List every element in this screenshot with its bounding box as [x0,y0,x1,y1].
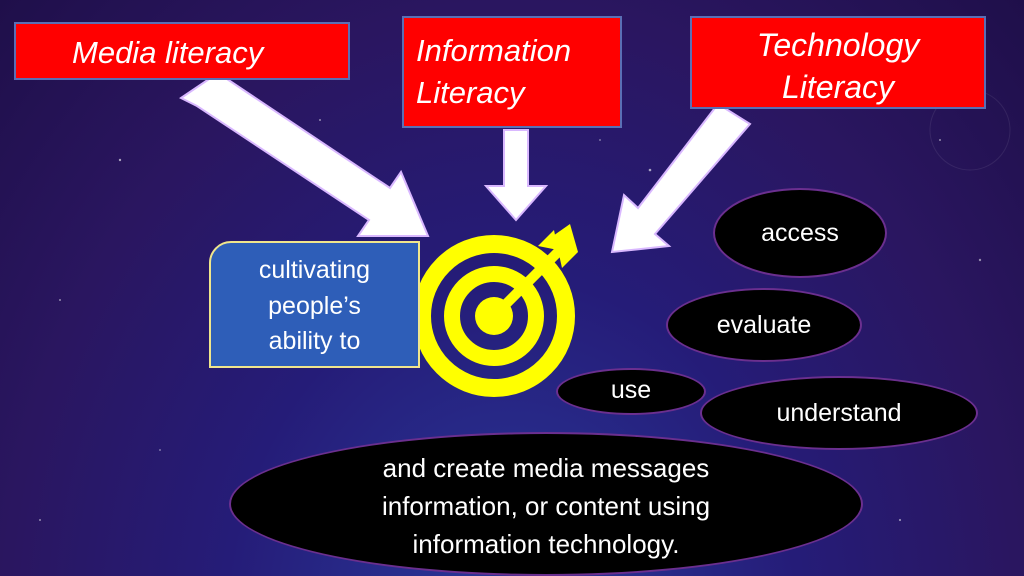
technology-literacy-line-1: Technology [756,27,920,63]
evaluate-oval: evaluate [666,288,862,362]
target-icon [413,224,578,397]
access-oval: access [713,188,887,278]
media-literacy-box: Media literacy [14,22,350,80]
technology-literacy-line-2: Literacy [781,69,895,106]
evaluate-label: evaluate [716,310,812,339]
center-box-line-3: ability to [268,327,361,355]
information-literacy-line-2: Literacy [416,74,525,110]
information-arrow-icon [483,129,549,222]
dart-arrow-icon [489,224,578,321]
use-oval: use [556,368,706,415]
understand-oval: understand [700,376,978,450]
cultivating-ability-box: cultivating people’s ability to [209,241,420,368]
media-arrow-icon [179,71,430,237]
technology-arrow-icon [610,102,752,254]
use-label: use [610,376,652,404]
information-literacy-box: Information Literacy [402,16,622,128]
create-messages-oval: and create media messages information, o… [229,432,863,576]
technology-literacy-box: Technology Literacy [690,16,986,109]
understand-label: understand [776,398,902,427]
conclusion-line-1: and create media messages [382,453,710,483]
conclusion-line-3: information technology. [412,528,680,559]
media-literacy-label: Media literacy [72,35,264,70]
center-box-line-1: cultivating [258,256,371,284]
conclusion-line-2: information, or content using [381,490,711,521]
access-label: access [761,219,839,247]
information-literacy-line-1: Information [416,33,572,68]
center-box-line-2: people’s [268,291,361,320]
